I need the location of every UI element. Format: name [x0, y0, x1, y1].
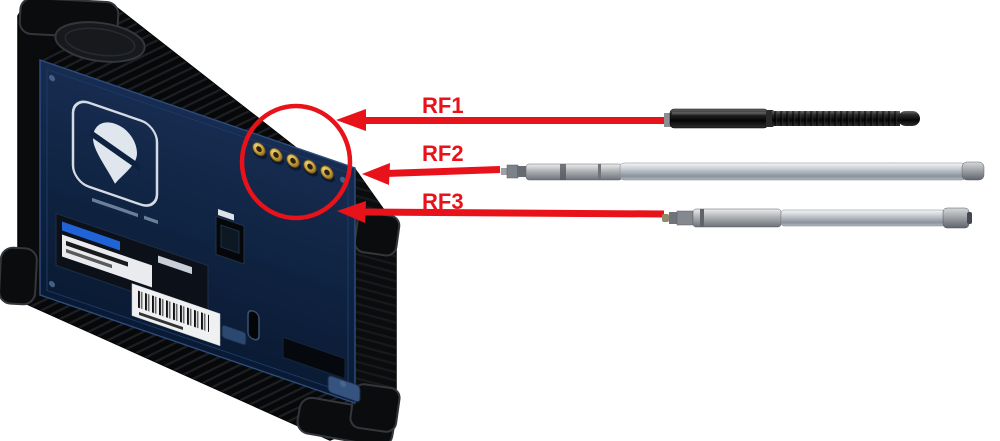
rf3-label: RF3 — [422, 189, 464, 214]
callout-rf3: RF3 — [337, 189, 665, 223]
top-round-cap — [54, 21, 146, 63]
device-illustration — [0, 0, 401, 441]
rf2-label: RF2 — [422, 141, 464, 166]
rf3-antenna-shaft — [780, 209, 946, 227]
antenna-rf2 — [501, 161, 985, 181]
rf1-antenna-tip — [898, 111, 920, 126]
rf3-arrow-head — [337, 201, 366, 223]
callout-rf2: RF2 — [362, 141, 501, 185]
mount-foot — [221, 324, 247, 346]
sma-connector-3 — [286, 153, 301, 171]
sma-connector-5 — [320, 165, 335, 183]
callout-rf1: RF1 — [336, 93, 664, 131]
blue-stripe-label — [62, 221, 120, 251]
rf1-antenna-connector — [664, 113, 672, 127]
corner-bumpers — [0, 0, 401, 441]
rf1-label: RF1 — [422, 93, 464, 118]
mount-foot — [327, 375, 361, 403]
rf1-arrow-head — [336, 109, 366, 131]
front-panel — [39, 58, 361, 405]
antenna-rf1 — [664, 108, 920, 129]
rf3-arrow-shaft — [361, 208, 665, 218]
lock-slot — [247, 309, 260, 341]
rf2-antenna-shaft — [619, 162, 967, 181]
io-connector-block — [215, 209, 245, 265]
rf-ports-highlight-circle — [239, 103, 353, 221]
vent-slot — [282, 336, 346, 380]
rf3-antenna-pin — [662, 214, 669, 222]
rf1-antenna-base — [669, 108, 769, 129]
rf2-arrow-head — [362, 163, 390, 185]
rf3-antenna-base-section — [692, 208, 782, 228]
rf2-antenna-joint — [525, 163, 623, 181]
barcode-label — [131, 283, 221, 347]
brand-logo — [71, 100, 159, 224]
rf2-antenna-cap — [961, 161, 985, 181]
antenna-rf3 — [662, 207, 972, 229]
rf2-antenna-nut — [506, 164, 519, 179]
bumper-right-bottom — [349, 383, 401, 433]
rf2-arrow-shaft — [385, 166, 501, 177]
rf-sma-connectors — [252, 142, 335, 183]
bumper-bottom-left — [0, 246, 38, 306]
sma-connector-4 — [303, 159, 318, 177]
sma-connector-2 — [269, 147, 284, 165]
rf2-antenna-pin — [501, 168, 508, 175]
sma-connector-1 — [252, 142, 267, 160]
rf3-antenna-hinge — [676, 210, 694, 226]
label-cluster — [55, 212, 221, 347]
rf3-antenna-cap — [942, 207, 970, 229]
